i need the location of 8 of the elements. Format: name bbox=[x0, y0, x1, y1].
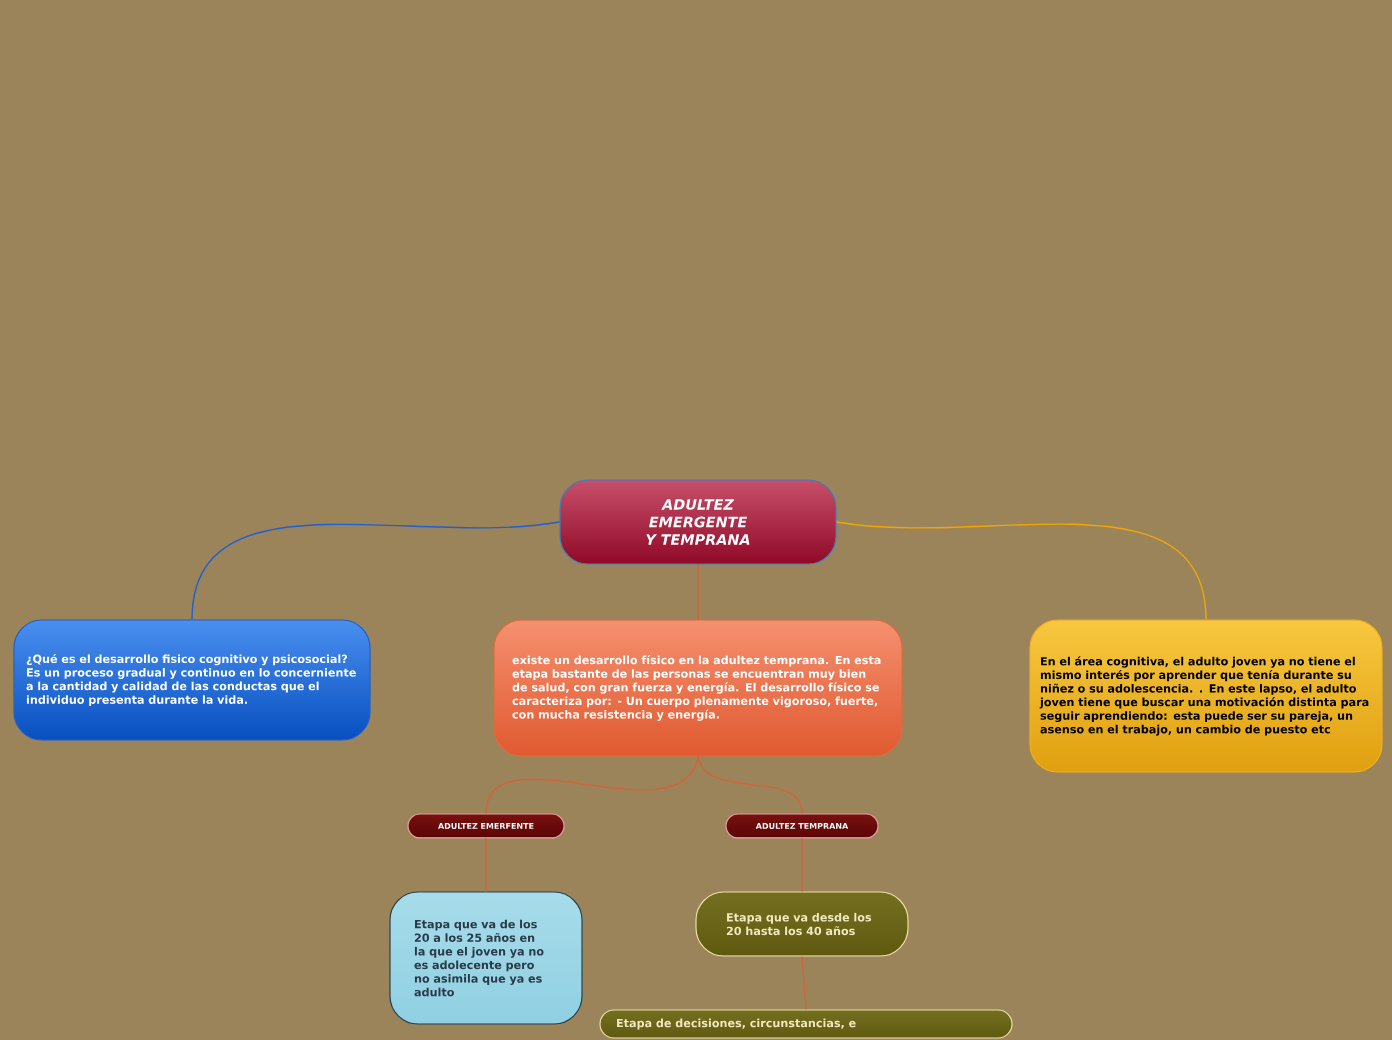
connector-line bbox=[801, 837, 803, 893]
connector-line bbox=[485, 837, 487, 893]
connector-line bbox=[697, 755, 803, 815]
connector-line bbox=[697, 563, 699, 621]
connector-line bbox=[835, 521, 1207, 621]
connector-line bbox=[801, 955, 807, 1011]
connector-line bbox=[485, 755, 699, 815]
connector-line bbox=[191, 521, 561, 621]
